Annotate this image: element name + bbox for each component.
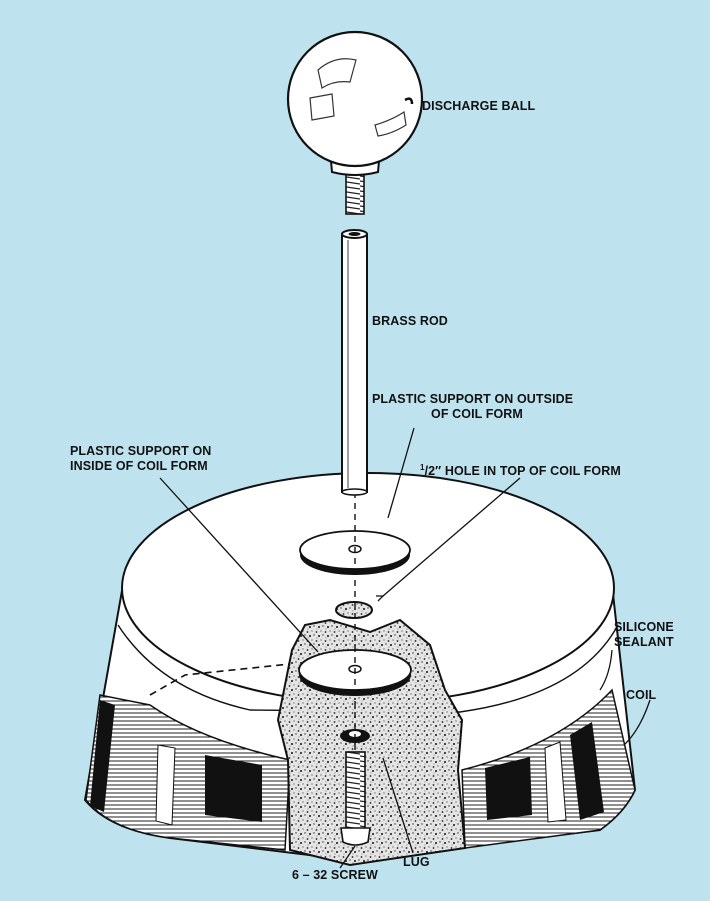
label-plastic-support-outside: PLASTIC SUPPORT ON OUTSIDE OF COIL FORM: [372, 392, 573, 422]
leader-lines: [159, 427, 651, 869]
label-silicone-sealant-line1: SILICONE: [614, 620, 674, 634]
leader-hole-arrow: [376, 595, 385, 602]
leader-inside-support: [159, 477, 319, 653]
label-hole-text: HOLE IN TOP OF COIL FORM: [444, 464, 621, 478]
leader-sealant: [599, 649, 613, 691]
label-silicone-sealant-line2: SEALANT: [614, 635, 674, 649]
label-plastic-support-outside-line2: OF COIL FORM: [431, 407, 523, 421]
label-brass-rod: BRASS ROD: [372, 314, 448, 328]
label-plastic-support-inside: PLASTIC SUPPORT ON INSIDE OF COIL FORM: [70, 444, 211, 474]
coil-form-hole: [335, 601, 373, 619]
label-hole-fraction-num: 1: [420, 463, 425, 472]
label-discharge-ball: DISCHARGE BALL: [422, 99, 536, 113]
label-coil: COIL: [626, 688, 657, 702]
label-hole-fraction-den: /2″: [424, 464, 442, 478]
discharge-ball: [286, 30, 424, 215]
coil-windings-left: [85, 694, 291, 851]
label-lug: LUG: [403, 855, 430, 869]
screw: [340, 751, 371, 846]
label-plastic-support-outside-line1: PLASTIC SUPPORT ON OUTSIDE: [372, 392, 574, 406]
silicone-sealant-rim: [117, 624, 619, 713]
leader-outside-support: [387, 427, 415, 519]
label-silicone-sealant: SILICONE SEALANT: [614, 620, 674, 650]
label-hole: 1/2″ HOLE IN TOP OF COIL FORM: [420, 460, 621, 479]
leader-hole: [382, 477, 521, 597]
coil-windings-right: [461, 688, 636, 849]
brass-rod: [341, 229, 368, 496]
label-plastic-support-inside-line1: PLASTIC SUPPORT ON: [70, 444, 212, 458]
leader-coil: [623, 699, 651, 746]
leader-screw: [339, 845, 356, 869]
label-plastic-support-inside-line2: INSIDE OF COIL FORM: [70, 459, 208, 473]
hidden-edge-dashed: [149, 663, 291, 696]
leader-lug: [382, 757, 414, 854]
label-screw: 6 – 32 SCREW: [292, 868, 378, 882]
